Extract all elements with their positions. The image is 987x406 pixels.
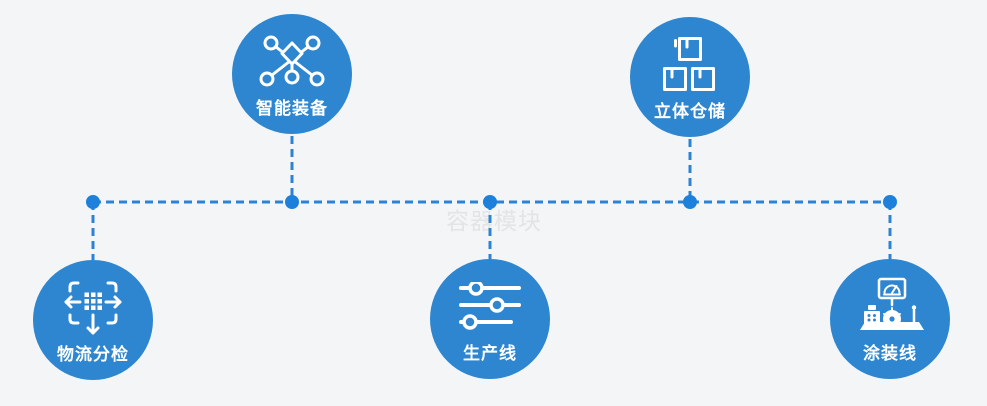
junction-dot — [883, 195, 897, 209]
junction-dot — [86, 195, 100, 209]
node-label: 立体仓储 — [654, 102, 726, 121]
move-sort-icon — [61, 277, 125, 337]
node-coating-line: 涂装线 — [830, 259, 950, 379]
node-production-line: 生产线 — [430, 259, 550, 379]
junction-dot — [285, 195, 299, 209]
node-logistics-sorting: 物流分检 — [33, 260, 153, 380]
node-circle: 物流分检 — [33, 260, 153, 380]
junction-dot — [483, 195, 497, 209]
machine-monitor-icon — [852, 276, 928, 336]
watermark-text: 容器模块 — [446, 208, 542, 234]
node-label: 物流分检 — [57, 345, 129, 364]
node-circle: 生产线 — [430, 259, 550, 379]
node-smart-equipment: 智能装备 — [232, 14, 352, 134]
node-stereo-warehouse: 立体仓储 — [630, 17, 750, 137]
stacked-boxes-icon — [661, 34, 719, 94]
sliders-icon — [458, 276, 522, 336]
sliders-icon — [430, 281, 550, 341]
junction-dot — [683, 195, 697, 209]
node-label: 智能装备 — [256, 99, 328, 118]
node-circle: 涂装线 — [830, 259, 950, 379]
node-label: 涂装线 — [863, 344, 917, 363]
node-circle: 智能装备 — [232, 14, 352, 134]
node-circle: 立体仓储 — [630, 17, 750, 137]
network-nodes-icon — [258, 31, 326, 91]
node-label: 生产线 — [463, 344, 517, 363]
